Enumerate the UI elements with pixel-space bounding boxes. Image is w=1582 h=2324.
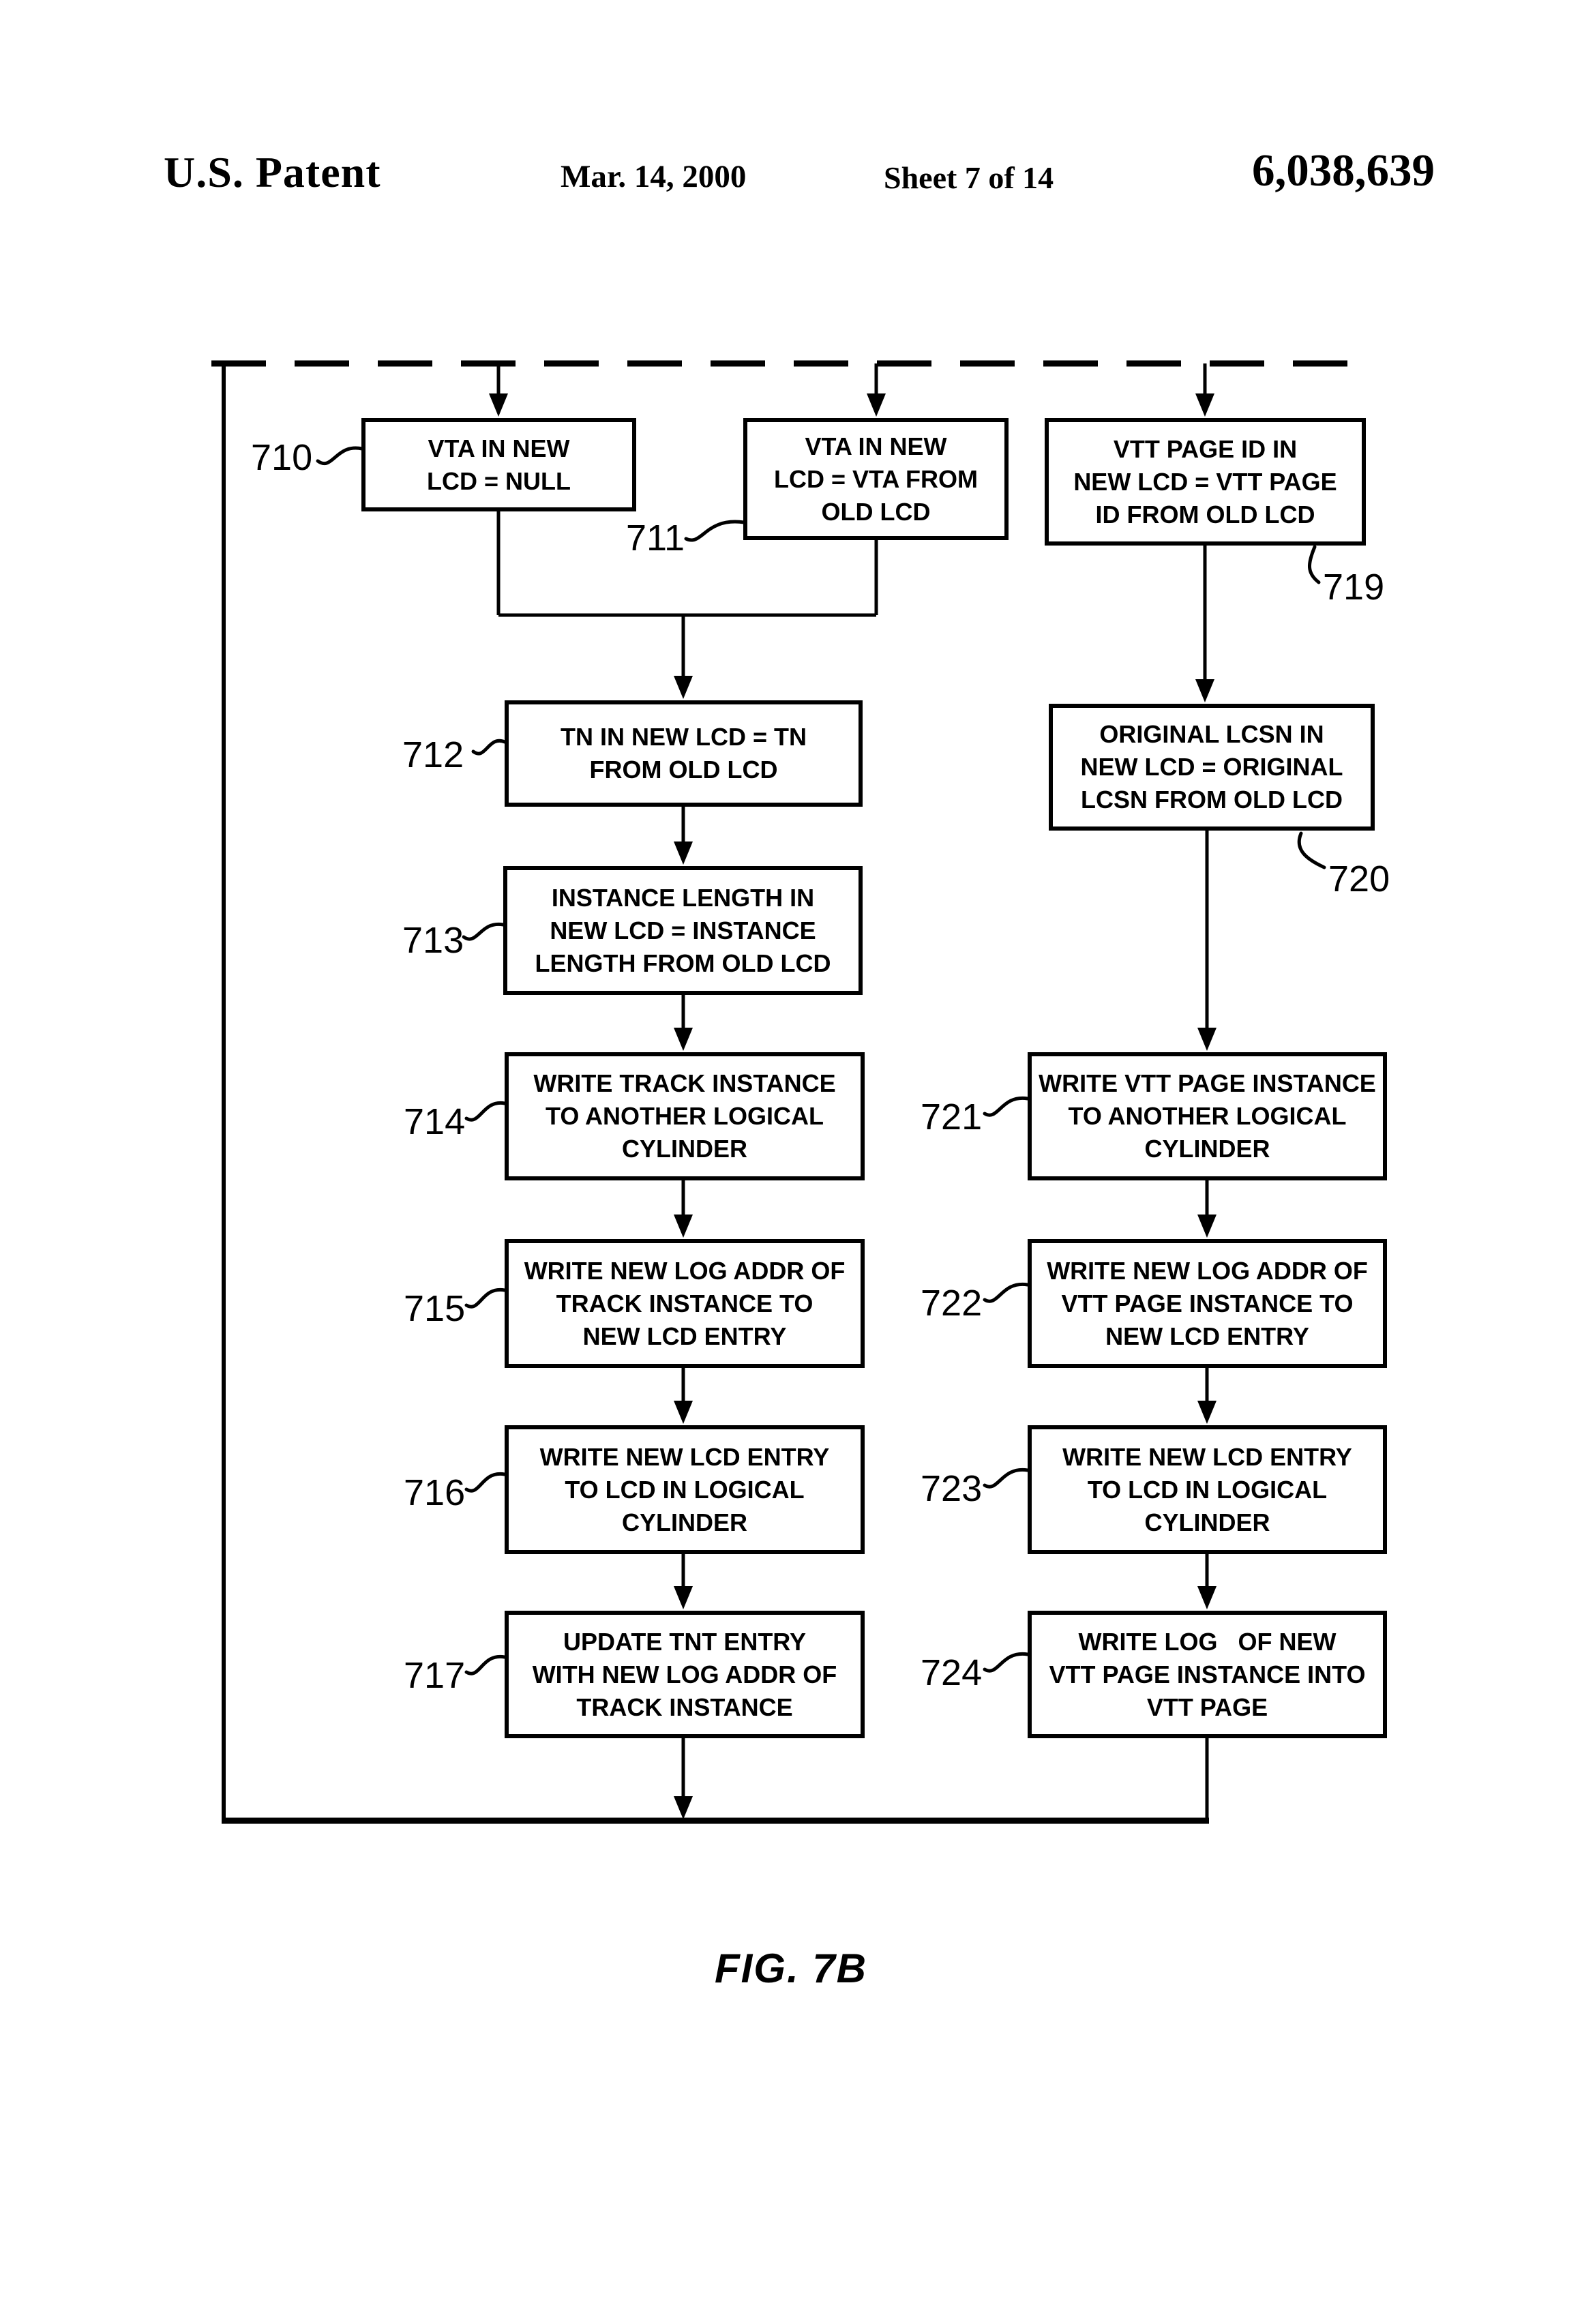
box-712-text: TN IN NEW LCD = TN FROM OLD LCD <box>561 723 807 784</box>
box-720-text: ORIGINAL LCSN IN NEW LCD = ORIGINAL LCSN… <box>1080 720 1343 814</box>
ref-label-716: 716 <box>404 1472 466 1513</box>
ref-label-714: 714 <box>404 1101 466 1142</box>
ref-label-719: 719 <box>1323 567 1385 608</box>
box-724: WRITE LOG OF NEW VTT PAGE INSTANCE INTO … <box>1028 1611 1387 1738</box>
box-719-text: VTT PAGE ID IN NEW LCD = VTT PAGE ID FRO… <box>1073 434 1337 528</box>
patent-header-number: 6,038,639 <box>1252 145 1435 196</box>
box-711-text: VTA IN NEW LCD = VTA FROM OLD LCD <box>774 432 978 526</box>
box-719: VTT PAGE ID IN NEW LCD = VTT PAGE ID FRO… <box>1045 418 1366 546</box>
box-716: WRITE NEW LCD ENTRY TO LCD IN LOGICAL CY… <box>505 1425 865 1554</box>
box-717-text: UPDATE TNT ENTRY WITH NEW LOG ADDR OF TR… <box>532 1627 837 1721</box>
box-721: WRITE VTT PAGE INSTANCE TO ANOTHER LOGIC… <box>1028 1052 1387 1180</box>
box-714: WRITE TRACK INSTANCE TO ANOTHER LOGICAL … <box>505 1052 865 1180</box>
box-711: VTA IN NEW LCD = VTA FROM OLD LCD <box>743 418 1009 540</box>
ref-label-712: 712 <box>402 734 464 775</box>
box-714-text: WRITE TRACK INSTANCE TO ANOTHER LOGICAL … <box>533 1069 836 1163</box>
box-712: TN IN NEW LCD = TN FROM OLD LCD <box>505 700 863 807</box>
ref-label-722: 722 <box>921 1283 983 1324</box>
box-716-text: WRITE NEW LCD ENTRY TO LCD IN LOGICAL CY… <box>539 1442 830 1536</box>
box-723-text: WRITE NEW LCD ENTRY TO LCD IN LOGICAL CY… <box>1062 1442 1352 1536</box>
ref-label-710: 710 <box>251 437 313 478</box>
ref-label-713: 713 <box>402 920 464 961</box>
ref-label-711: 711 <box>626 518 685 558</box>
patent-header-sheet: Sheet 7 of 14 <box>884 160 1054 195</box>
box-713-text: INSTANCE LENGTH IN NEW LCD = INSTANCE LE… <box>535 883 831 977</box>
patent-header-date: Mar. 14, 2000 <box>561 159 747 194</box>
arrowheads <box>489 393 1217 1819</box>
connector-lines <box>496 363 1209 1822</box>
ref-label-723: 723 <box>921 1468 983 1509</box>
box-720: ORIGINAL LCSN IN NEW LCD = ORIGINAL LCSN… <box>1049 704 1375 831</box>
box-710: VTA IN NEW LCD = NULL <box>361 418 636 511</box>
leader-lines <box>316 446 1326 1675</box>
box-723: WRITE NEW LCD ENTRY TO LCD IN LOGICAL CY… <box>1028 1425 1387 1554</box>
box-713: INSTANCE LENGTH IN NEW LCD = INSTANCE LE… <box>503 866 863 995</box>
ref-label-721: 721 <box>921 1097 983 1137</box>
box-724-text: WRITE LOG OF NEW VTT PAGE INSTANCE INTO … <box>1049 1627 1366 1721</box>
box-722-text: WRITE NEW LOG ADDR OF VTT PAGE INSTANCE … <box>1047 1256 1368 1350</box>
ref-label-724: 724 <box>921 1652 983 1693</box>
box-721-text: WRITE VTT PAGE INSTANCE TO ANOTHER LOGIC… <box>1039 1069 1376 1163</box>
ref-label-720: 720 <box>1328 859 1390 899</box>
patent-header-title: U.S. Patent <box>164 148 381 196</box>
ref-label-717: 717 <box>404 1655 466 1696</box>
figure-caption: FIG. 7B <box>714 1946 868 1991</box>
ref-label-715: 715 <box>404 1288 466 1329</box>
box-710-text: VTA IN NEW LCD = NULL <box>427 434 571 495</box>
box-722: WRITE NEW LOG ADDR OF VTT PAGE INSTANCE … <box>1028 1239 1387 1368</box>
box-715-text: WRITE NEW LOG ADDR OF TRACK INSTANCE TO … <box>524 1256 846 1350</box>
box-715: WRITE NEW LOG ADDR OF TRACK INSTANCE TO … <box>505 1239 865 1368</box>
box-717: UPDATE TNT ENTRY WITH NEW LOG ADDR OF TR… <box>505 1611 865 1738</box>
